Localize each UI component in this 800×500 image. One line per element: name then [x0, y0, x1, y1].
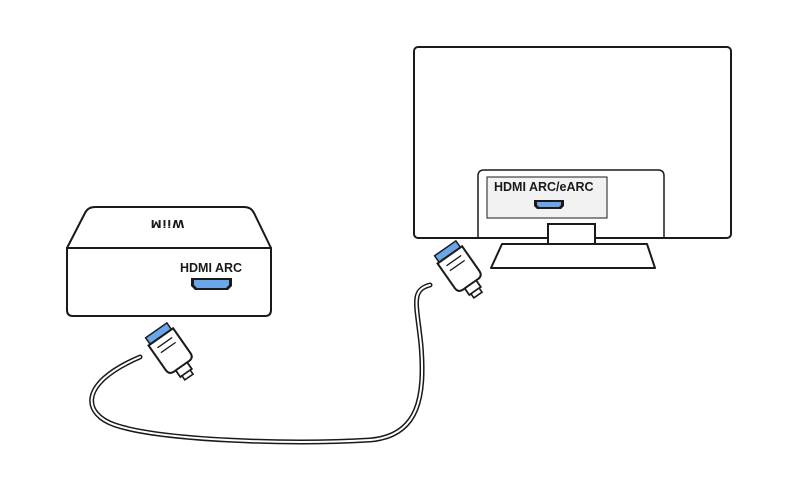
- wiim-device: WiiM HDMI ARC: [66, 206, 272, 317]
- tv-port-label: HDMI ARC/eARC: [494, 180, 594, 194]
- device-port-label: HDMI ARC: [180, 261, 242, 275]
- hdmi-connector-icon: [144, 321, 195, 382]
- svg-text:WiiM: WiiM: [150, 217, 185, 230]
- tv-port-panel: [486, 176, 608, 219]
- tv-back-panel: [477, 169, 665, 238]
- hdmi-cable-icon: [89, 282, 433, 445]
- tv-hdmi-port-icon: [534, 200, 564, 209]
- tv-stand-base: [490, 243, 656, 269]
- device-top: [66, 206, 272, 249]
- wiim-logo: WiiM: [150, 217, 185, 230]
- device-hdmi-port-icon: [191, 278, 232, 290]
- tv: HDMI ARC/eARC: [413, 46, 732, 269]
- hdmi-connector-icon: [433, 239, 484, 300]
- device-front: [66, 247, 272, 317]
